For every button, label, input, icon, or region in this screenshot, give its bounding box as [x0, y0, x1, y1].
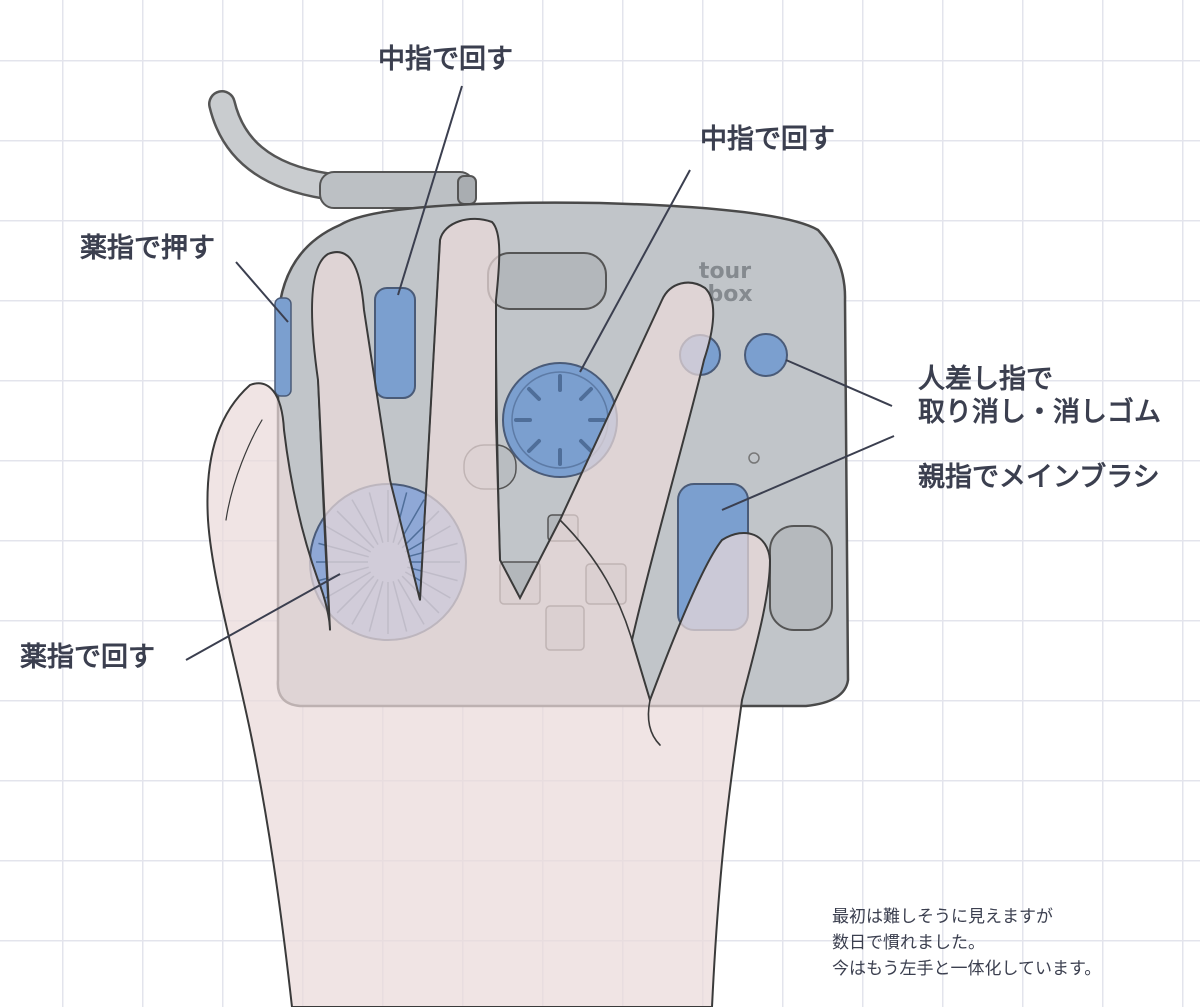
scroll-wheel: [502, 362, 618, 478]
caption-note-line: 最初は難しそうに見えますが: [832, 907, 1053, 927]
button-c2: [744, 333, 788, 377]
leader-lines: [185, 85, 895, 661]
caption-note: 最初は難しそうに見えますが 数日で慣れました。 今はもう左手と一体化しています。: [832, 904, 1101, 982]
label-thumb-brush: 親指でメインブラシ: [918, 462, 1160, 493]
knob-top: [374, 287, 416, 399]
label-ring-rotate: 薬指で回す: [20, 642, 155, 673]
caption-note-line: 今はもう左手と一体化しています。: [832, 959, 1102, 979]
label-index-undo-line2: 取り消し・消しゴム: [918, 397, 1161, 428]
label-middle-rotate-right: 中指で回す: [700, 124, 835, 155]
caption-note-line: 数日で慣れました。: [832, 933, 985, 953]
hand: [206, 217, 772, 1007]
label-index-undo: 人差し指で 取り消し・消しゴム: [918, 363, 1161, 429]
label-index-undo-line1: 人差し指で: [918, 364, 1053, 395]
label-middle-rotate-top: 中指で回す: [378, 44, 513, 75]
side-button: [274, 297, 292, 397]
device-logo-line1: tour: [699, 259, 751, 284]
device-cable: [208, 90, 477, 209]
device-logo-line2: box: [707, 282, 752, 307]
label-ring-press: 薬指で押す: [80, 233, 215, 264]
